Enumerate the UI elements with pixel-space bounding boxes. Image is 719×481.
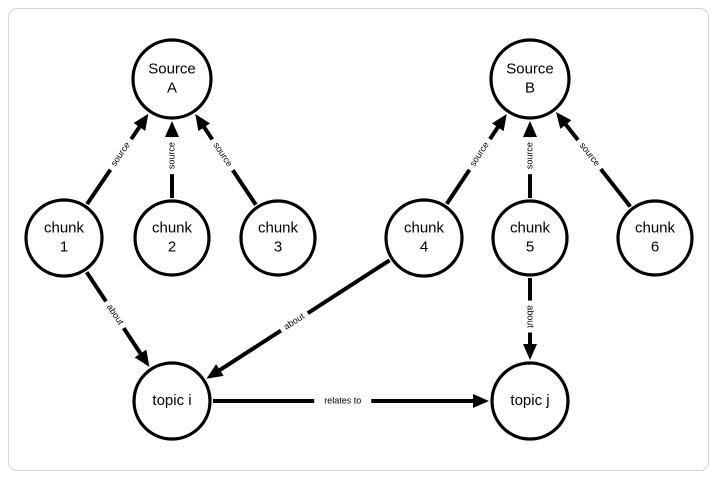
node-circle[interactable] [616,199,694,277]
node-circle[interactable] [133,199,211,277]
node-circle[interactable] [239,199,317,277]
edge-label-backdrop [166,137,178,175]
node-label: 4 [420,238,428,255]
edge-label-backdrop [207,136,238,174]
node-circle[interactable] [490,361,570,441]
edge-label-backdrop [277,308,312,336]
edge-label: source [166,142,176,169]
edge-arrowhead-icon [473,394,489,408]
node-circle[interactable] [384,198,464,278]
node-label: chunk [44,219,85,236]
edge-label-backdrop [101,298,129,332]
node-label: 1 [60,238,68,255]
node-label: topic j [510,392,549,409]
edge-label: about [526,305,536,328]
graph-node-chunk4[interactable]: chunk 4 [384,198,464,278]
node-label: A [167,79,177,96]
graph-node-chunk1[interactable]: chunk 1 [24,198,104,278]
edge-arrowhead-icon [523,344,537,360]
graph-node-chunk5[interactable]: chunk 5 [491,199,569,277]
node-label: 2 [168,238,176,255]
edge-label-backdrop [573,136,606,173]
graph-node-chunk3[interactable]: chunk 3 [239,199,317,277]
edge-arrowhead-icon [523,121,537,137]
node-label: B [525,79,535,96]
graph-edge: source [165,121,179,198]
node-circle[interactable] [491,199,569,277]
node-label: 3 [274,238,282,255]
edge-label-backdrop [524,300,536,333]
edge-label: relates to [324,395,361,405]
graph-edge: relates to [213,394,489,408]
edge-label-backdrop [314,395,372,407]
graph-edge: source [555,112,632,208]
node-label: chunk [258,219,299,236]
graph-edge: about [523,278,537,360]
node-label: chunk [635,219,676,236]
edge-arrowhead-icon [134,349,150,367]
graph-edge: source [85,113,149,206]
graph-edge: about [84,271,150,367]
node-circle[interactable] [132,361,212,441]
edge-label-backdrop [105,135,137,174]
graph-edge: source [523,121,537,198]
node-label: chunk [404,219,445,236]
node-label: 6 [651,238,659,255]
edge-arrowhead-icon [555,112,572,129]
node-label: 5 [526,238,534,255]
edge-layer: source source source source source source abou… [84,112,632,408]
edge-label-backdrop [524,137,536,175]
edge-arrowhead-icon [133,113,149,131]
graph-edge: about [206,258,391,379]
node-label: chunk [510,219,551,236]
edge-label: source [524,142,534,169]
node-label: chunk [152,219,193,236]
node-label: Source [506,60,554,77]
graph-node-topicj[interactable]: topic j [490,361,570,441]
edge-label-backdrop [464,135,495,174]
node-circle[interactable] [24,198,104,278]
graph-edge: source [195,113,258,206]
node-circle[interactable] [131,38,213,120]
node-label: topic i [152,392,191,409]
edge-arrowhead-icon [492,113,507,132]
graph-node-chunk6[interactable]: chunk 6 [616,199,694,277]
edge-arrowhead-icon [206,364,224,379]
edge-arrowhead-icon [165,121,179,137]
edge-arrowhead-icon [195,113,210,132]
graph-edge: source [445,113,507,205]
graph-node-topici[interactable]: topic i [132,361,212,441]
node-layer: SourceASourceBchunk1chunk2chunk3chunk4ch… [24,38,694,441]
node-label: Source [148,60,196,77]
graph-node-chunk2[interactable]: chunk 2 [133,199,211,277]
node-circle[interactable] [489,38,571,120]
